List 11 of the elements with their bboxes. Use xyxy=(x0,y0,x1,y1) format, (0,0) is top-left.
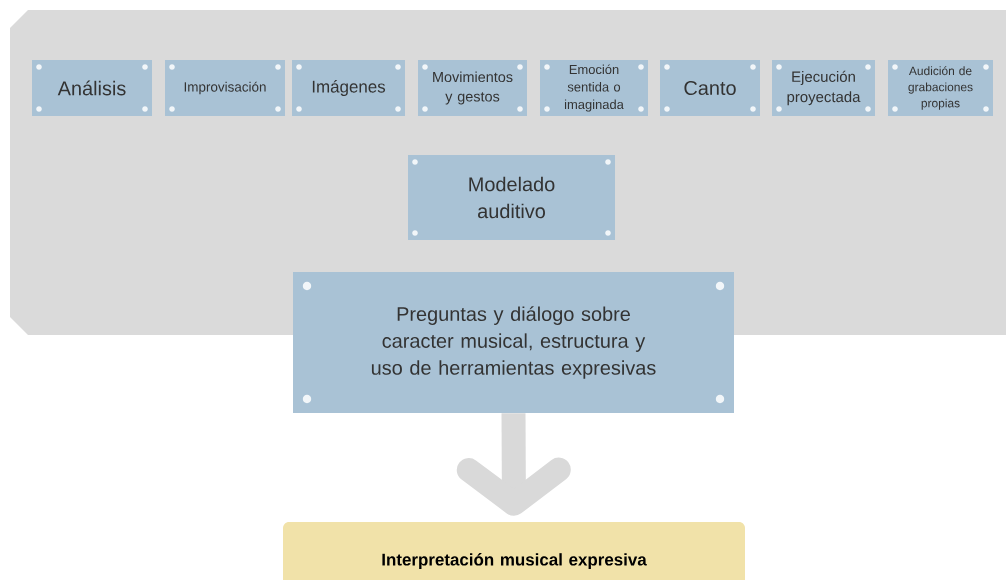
result-box: Interpretación musical expresiva xyxy=(283,522,745,580)
concept-box: Modelado auditivo xyxy=(408,155,615,240)
concept-box: Análisis xyxy=(32,60,152,116)
concept-box: Emoción sentida o imaginada xyxy=(540,60,648,116)
concept-box: Preguntas y diálogo sobre caracter musical, estructura y uso de herramientas expresivas xyxy=(293,272,734,413)
concept-box: Canto xyxy=(660,60,760,116)
concept-box: Movimientos y gestos xyxy=(418,60,527,116)
concept-box: Ejecución proyectada xyxy=(772,60,875,116)
concept-box: Improvisación xyxy=(165,60,285,116)
concept-box: Imágenes xyxy=(292,60,405,116)
concept-box: Audición de grabaciones propias xyxy=(888,60,993,116)
